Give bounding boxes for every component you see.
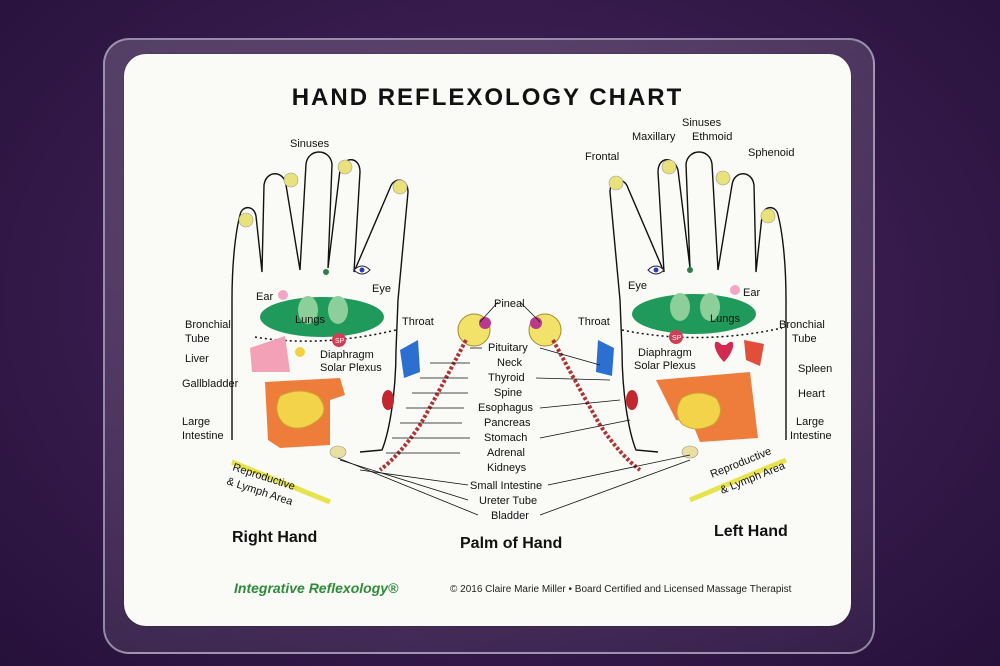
label-maxillary-left: Maxillary: [632, 131, 676, 143]
label-diaphragm-left: Diaphragm: [638, 347, 692, 359]
label-sinuses-right: Sinuses: [290, 138, 330, 150]
label-small-intestine: Small Intestine: [470, 480, 542, 492]
label-right-hand: Right Hand: [232, 529, 317, 546]
label-pancreas: Pancreas: [484, 417, 531, 429]
right-hand: SP: [231, 151, 420, 505]
label-bladder: Bladder: [491, 510, 529, 522]
label-eye-left: Eye: [628, 280, 647, 292]
label-left-hand: Left Hand: [714, 523, 788, 540]
label-ear-right: Ear: [256, 291, 273, 303]
label-neck: Neck: [497, 357, 523, 369]
label-ureter-tube: Ureter Tube: [479, 495, 537, 507]
label-ethmoid-left: Ethmoid: [692, 131, 732, 143]
left-hand: SP: [596, 151, 787, 503]
label-tube-right: Tube: [185, 333, 210, 345]
label-solar-plexus-left: Solar Plexus: [634, 360, 696, 372]
label-pineal: Pineal: [494, 298, 525, 310]
label-throat-right: Throat: [402, 316, 434, 328]
label-large-right: Large: [182, 416, 210, 428]
label-liver-right: Liver: [185, 353, 209, 365]
label-pituitary: Pituitary: [488, 342, 528, 354]
label-bronchial-right: Bronchial: [185, 319, 231, 331]
label-solar-plexus-right: Solar Plexus: [320, 362, 382, 374]
label-stomach: Stomach: [484, 432, 527, 444]
label-spleen-left: Spleen: [798, 363, 832, 375]
label-throat-left: Throat: [578, 316, 610, 328]
label-eye-right: Eye: [372, 283, 391, 295]
label-kidneys: Kidneys: [487, 462, 527, 474]
label-esophagus: Esophagus: [478, 402, 534, 414]
label-lungs-left: Lungs: [710, 313, 740, 325]
label-adrenal: Adrenal: [487, 447, 525, 459]
left-sp-badge: SP: [672, 335, 682, 342]
label-spine: Spine: [494, 387, 522, 399]
label-tube-left: Tube: [792, 333, 817, 345]
label-palm-of-hand: Palm of Hand: [460, 535, 562, 552]
label-gallbladder-right: Gallbladder: [182, 378, 239, 390]
chart-title: HAND REFLEXOLOGY CHART: [291, 84, 684, 111]
label-sphenoid-left: Sphenoid: [748, 147, 795, 159]
brand-name: Integrative Reflexology®: [234, 580, 399, 596]
label-thyroid: Thyroid: [488, 372, 525, 384]
label-diaphragm-right: Diaphragm: [320, 349, 374, 361]
label-lungs-right: Lungs: [295, 314, 325, 326]
center-labels: Pineal Pituitary Neck Thyroid Spine Esop…: [470, 298, 542, 522]
right-sp-badge: SP: [335, 338, 345, 345]
label-heart-left: Heart: [798, 388, 825, 400]
reflexology-card: [124, 54, 851, 626]
copyright-text: © 2016 Claire Marie Miller • Board Certi…: [450, 584, 792, 595]
label-ear-left: Ear: [743, 287, 760, 299]
label-frontal-left: Frontal: [585, 151, 619, 163]
label-sinuses-left: Sinuses: [682, 117, 722, 129]
palm-center: [329, 301, 699, 516]
label-intestine-left: Intestine: [790, 430, 832, 442]
right-hand-labels: Sinuses Ear Eye Bronchial Tube Lungs Liv…: [182, 138, 434, 508]
label-bronchial-left: Bronchial: [779, 319, 825, 331]
label-intestine-right: Intestine: [182, 430, 224, 442]
label-large-left: Large: [796, 416, 824, 428]
